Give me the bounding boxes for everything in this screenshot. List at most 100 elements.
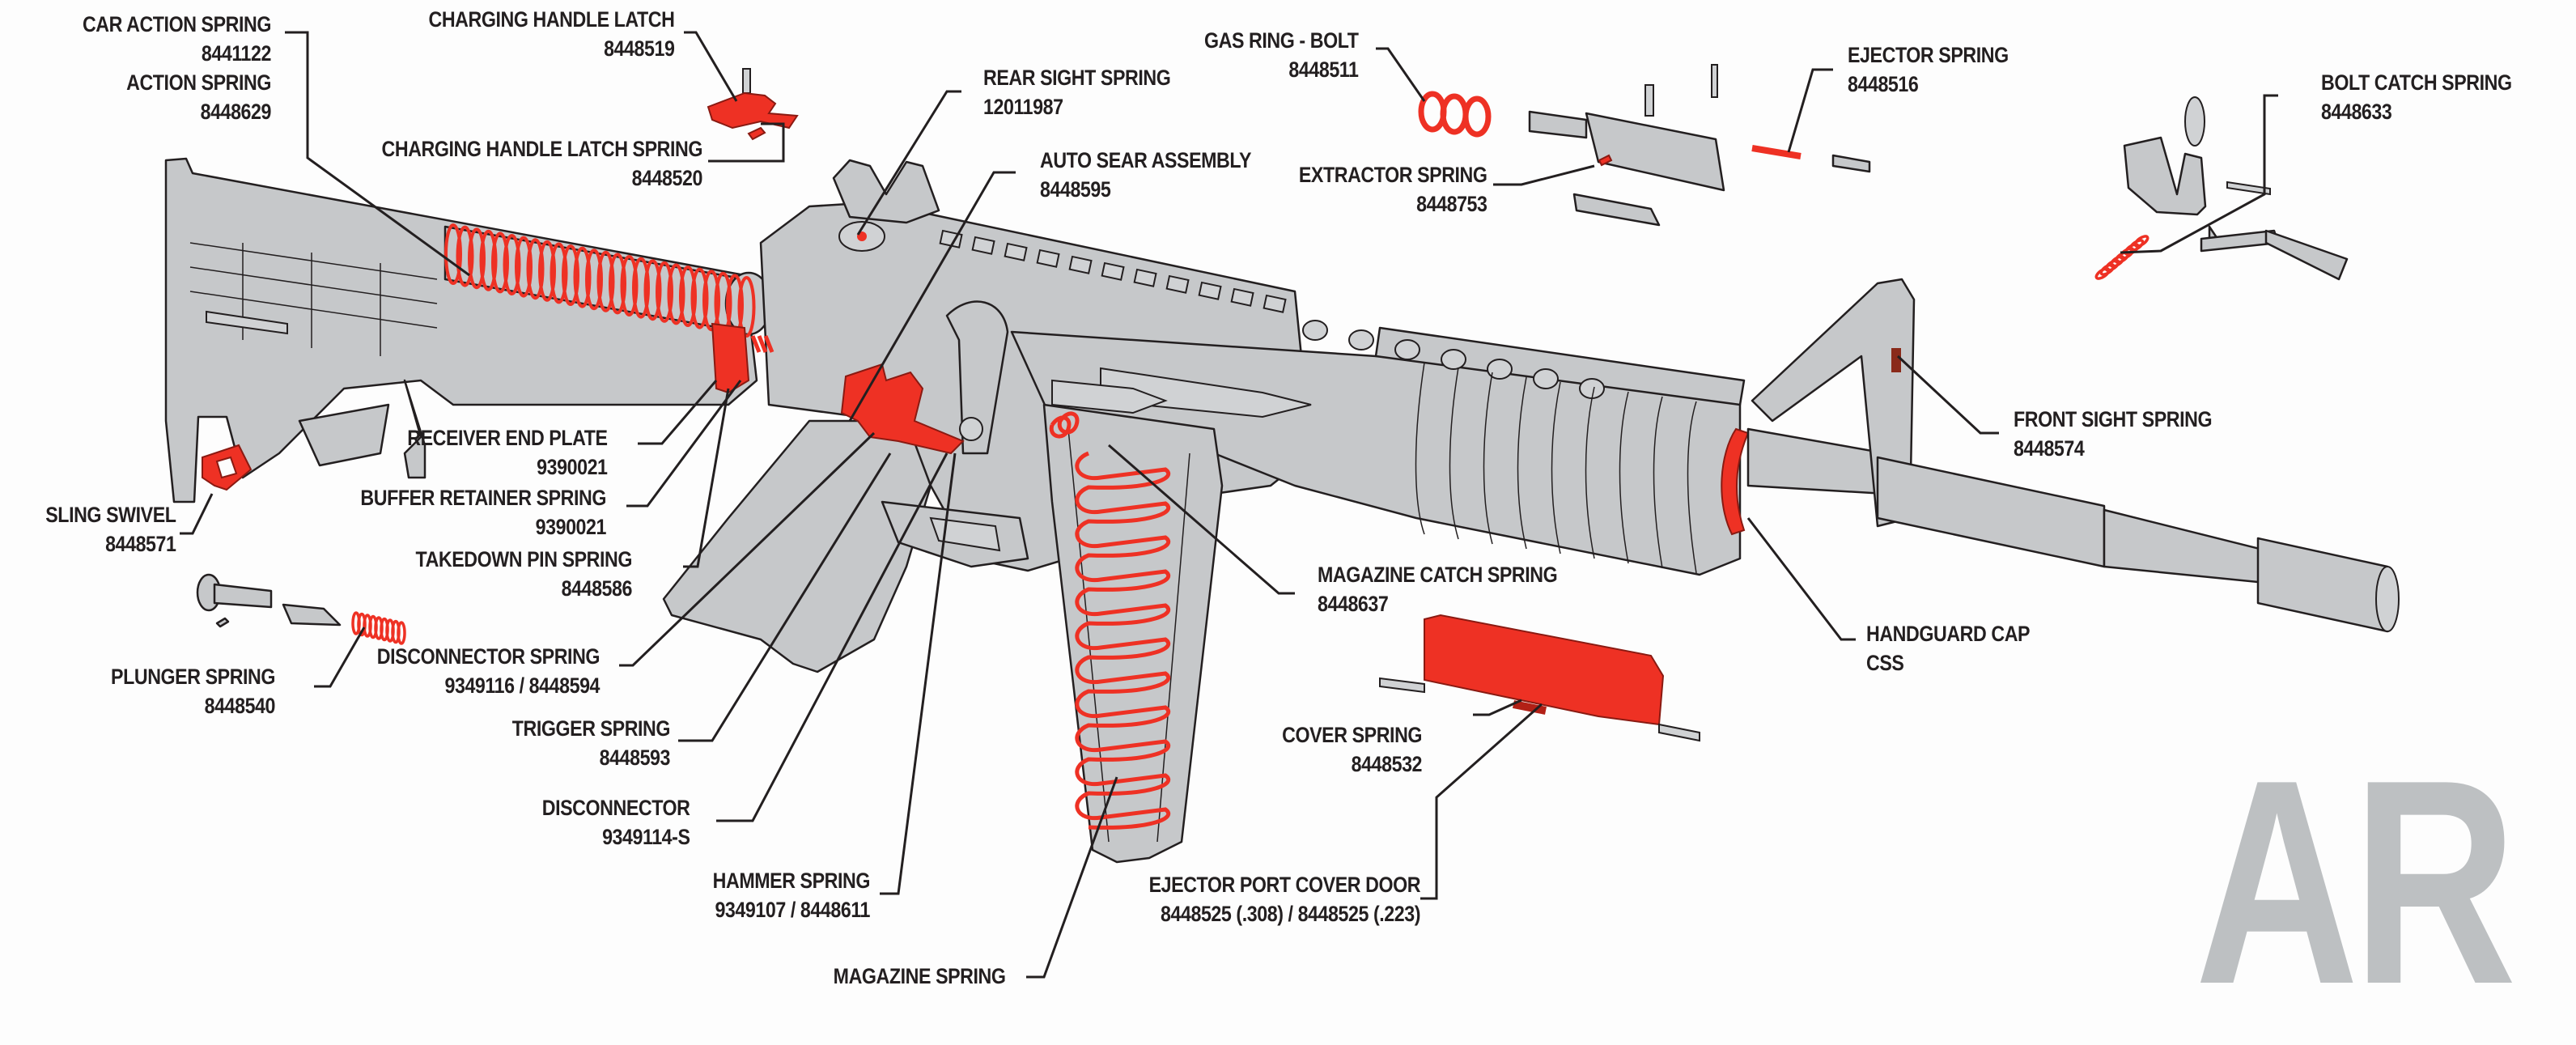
part-name: GAS RING - BOLT (1203, 28, 1359, 53)
part-number: 12011987 (983, 95, 1063, 119)
action-spring-coil (538, 240, 556, 302)
part-name: RECEIVER END PLATE (407, 426, 609, 450)
rail-tooth (1004, 242, 1028, 261)
label-magazine-spring: MAGAZINE SPRING (834, 962, 1006, 991)
buffer-tube (443, 225, 773, 336)
action-spring-coil (444, 223, 462, 285)
part-name: HANDGUARD CAP (1866, 622, 2031, 646)
label-extractor-spring: EXTRACTOR SPRING 8448753 (1299, 160, 1487, 219)
part-name: REAR SIGHT SPRING (983, 66, 1171, 90)
rail-tooth (1036, 249, 1060, 268)
action-spring-coils (444, 223, 756, 338)
part-name: TAKEDOWN PIN SPRING (415, 547, 633, 571)
action-spring-coil (679, 265, 697, 327)
part-name: ACTION SPRING (126, 70, 271, 95)
action-spring-coil (737, 276, 756, 338)
label-cover-spring: COVER SPRING 8448532 (1282, 720, 1422, 779)
part-name: AUTO SEAR ASSEMBLY (1040, 148, 1252, 172)
action-spring-coil (503, 234, 521, 295)
handguard-rib (1483, 372, 1493, 545)
action-spring-coil (620, 255, 639, 316)
part-number: 8448525 (.308) / 8448525 (.223) (1160, 902, 1420, 926)
label-plunger-spring: PLUNGER SPRING 8448540 (111, 662, 275, 720)
handguard-vent-hole (1302, 320, 1328, 341)
action-spring-coil (643, 259, 662, 321)
label-hammer-spring: HAMMER SPRING 9349107 / 8448611 (713, 866, 871, 924)
handguard-rib (1551, 381, 1561, 554)
handguard-vent-hole (1441, 349, 1466, 370)
action-spring-coil (667, 263, 685, 325)
action-spring-coil (526, 238, 545, 300)
part-number: 8448637 (1318, 592, 1389, 616)
part-number: 9349114-S (602, 825, 691, 849)
part-number: 8441122 (201, 41, 272, 66)
bolt (1528, 64, 1871, 227)
action-spring-coil (550, 242, 568, 304)
rail-tooth (1230, 287, 1254, 307)
rail-tooth (1165, 274, 1190, 294)
part-name: MAGAZINE CATCH SPRING (1318, 563, 1558, 587)
action-spring-coil (596, 250, 615, 312)
front-sight-barrel (1746, 278, 2400, 633)
leader-lines (180, 31, 2278, 979)
rail-tooth (971, 236, 995, 255)
handguard-rib (1585, 386, 1595, 559)
part-number: 8448753 (1416, 192, 1488, 216)
part-name: MAGAZINE SPRING (834, 964, 1006, 988)
action-spring-coil (468, 227, 486, 290)
rail-tooth (1198, 281, 1222, 300)
part-number: 8448595 (1040, 177, 1111, 202)
label-buffer-retainer-spring: BUFFER RETAINER SPRING 9390021 (360, 483, 606, 542)
part-number: 8448516 (1848, 72, 1919, 96)
part-number: 9390021 (537, 455, 609, 479)
label-handguard-cap: HANDGUARD CAP CSS (1866, 619, 2031, 678)
label-gas-ring-bolt: GAS RING - BOLT 8448511 (1203, 26, 1359, 84)
part-name: SLING SWIVEL (45, 503, 177, 527)
handguard-vent-hole (1394, 339, 1420, 360)
part-number: 8448574 (2014, 436, 2085, 461)
buttstock (164, 157, 758, 503)
action-spring-coil (702, 270, 720, 332)
action-spring-coil (491, 232, 509, 294)
handguard-vent-hole (1579, 378, 1605, 399)
rail-tooth (1263, 294, 1287, 313)
part-number: 8448633 (2321, 100, 2392, 124)
charging-handle-latch-part (707, 68, 799, 141)
bolt-catch-spring-part (2094, 235, 2149, 280)
part-name: EJECTOR SPRING (1848, 43, 2009, 67)
part-name: DISCONNECTOR SPRING (376, 644, 601, 669)
handguard-vent-hole (1348, 329, 1374, 350)
label-charging-handle-latch-spring: CHARGING HANDLE LATCH SPRING 8448520 (381, 134, 703, 193)
ejection-port-cover-part (1379, 614, 1700, 742)
magazine-spring-coils (1075, 451, 1171, 830)
part-name: BUFFER RETAINER SPRING (360, 486, 606, 510)
part-name: DISCONNECTOR (542, 796, 690, 820)
label-auto-sear-assembly: AUTO SEAR ASSEMBLY 8448595 (1040, 146, 1251, 204)
part-number: 8448593 (599, 746, 671, 770)
rail-tooth (1101, 261, 1125, 281)
part-number: CSS (1866, 651, 1904, 675)
part-name: CHARGING HANDLE LATCH SPRING (381, 137, 703, 161)
receiver-end-plate-part (711, 322, 750, 394)
auto-sear-part (840, 363, 965, 455)
label-disconnector-spring: DISCONNECTOR SPRING 9349116 / 8448594 (376, 642, 601, 700)
label-bolt-catch-spring: BOLT CATCH SPRING 8448633 (2321, 68, 2512, 126)
action-spring-coil (562, 244, 579, 306)
magazine-spring-coil (1075, 451, 1171, 830)
part-name: FRONT SIGHT SPRING (2014, 407, 2213, 431)
part-name: EXTRACTOR SPRING (1299, 163, 1487, 187)
bolt-catch-spring-coil (2133, 235, 2149, 248)
part-name: CAR ACTION SPRING (82, 12, 272, 36)
label-ejector-spring: EJECTOR SPRING 8448516 (1848, 40, 2009, 99)
action-spring-coil (656, 261, 673, 323)
upper-receiver-handguard (1010, 320, 1746, 576)
handguard-rib (1449, 367, 1459, 540)
handguard-rib (1517, 376, 1527, 550)
bolt-catch (2123, 96, 2349, 281)
label-takedown-pin-spring: TAKEDOWN PIN SPRING 8448586 (415, 545, 633, 603)
part-number: 8448629 (200, 100, 272, 124)
label-charging-handle-latch: CHARGING HANDLE LATCH 8448519 (428, 5, 674, 63)
part-name: TRIGGER SPRING (511, 716, 671, 741)
part-number: 9349116 / 8448594 (444, 673, 600, 698)
